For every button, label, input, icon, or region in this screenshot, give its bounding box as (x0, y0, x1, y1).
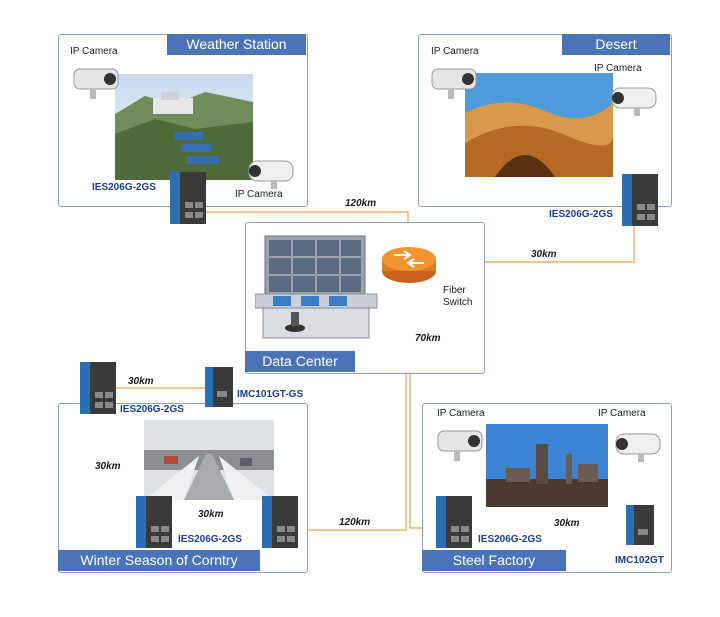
link-label-steel-inner: 30km (554, 518, 580, 529)
steel-factory-photo (486, 424, 608, 507)
desert-camera1-icon (428, 63, 480, 106)
winter-road-photo (144, 420, 274, 500)
steel-camera1-icon (434, 425, 486, 468)
weather-camera1-label: IP Camera (70, 46, 118, 57)
fiber-link-winter-top (102, 387, 218, 396)
desert-camera2-icon (606, 84, 660, 123)
steel-camera1-label: IP Camera (437, 408, 485, 419)
link-label-center-down: 70km (415, 333, 441, 344)
winter-bottom-left-switch-icon (136, 496, 174, 553)
weather-camera2-label: IP Camera (235, 189, 283, 200)
link-label-winter-steel: 120km (339, 517, 371, 528)
desert-camera2-label: IP Camera (594, 63, 642, 74)
winter-title: Winter Season of Corntry (58, 550, 260, 571)
link-label-winter-top: 30km (128, 376, 154, 387)
desert-camera1-label: IP Camera (431, 46, 479, 57)
weather-camera1-icon (70, 63, 122, 106)
steel-factory-title: Steel Factory (422, 550, 566, 571)
winter-bottom-switch-model: IES206G-2GS (178, 534, 242, 545)
steel-converter-icon (626, 505, 654, 550)
data-center-title: Data Center (245, 351, 355, 372)
desert-switch-icon (622, 174, 658, 231)
fiber-switch-label-line2: Switch (443, 297, 473, 308)
winter-converter-model: IMC101GT-GS (237, 389, 304, 400)
weather-switch-model: IES206G-2GS (92, 182, 156, 193)
weather-station-photo (115, 74, 253, 180)
fiber-link-desert (430, 222, 635, 263)
desert-title: Desert (562, 34, 670, 55)
fiber-switch-label-line1: Fiber (443, 285, 466, 296)
steel-converter-model: IMC102GT (615, 555, 664, 566)
fiber-switch-icon (380, 243, 438, 290)
winter-top-switch-model: IES206G-2GS (120, 404, 184, 415)
steel-camera2-icon (610, 430, 664, 469)
link-label-desert-center: 30km (531, 249, 557, 260)
desert-switch-model: IES206G-2GS (549, 209, 613, 220)
weather-station-title: Weather Station (167, 34, 306, 55)
winter-bottom-right-switch-icon (262, 496, 300, 553)
desert-photo (465, 73, 613, 177)
steel-camera2-label: IP Camera (598, 408, 646, 419)
winter-top-switch-icon (80, 362, 118, 419)
link-label-winter-left: 30km (95, 461, 121, 472)
link-label-winter-bottom: 30km (198, 509, 224, 520)
steel-switch-icon (436, 496, 474, 553)
winter-converter-icon (205, 367, 233, 412)
weather-switch-icon (170, 172, 208, 229)
steel-switch-model: IES206G-2GS (478, 534, 542, 545)
weather-camera2-icon (243, 157, 297, 196)
link-label-weather-center: 120km (345, 198, 377, 209)
control-room-icon (254, 232, 380, 352)
